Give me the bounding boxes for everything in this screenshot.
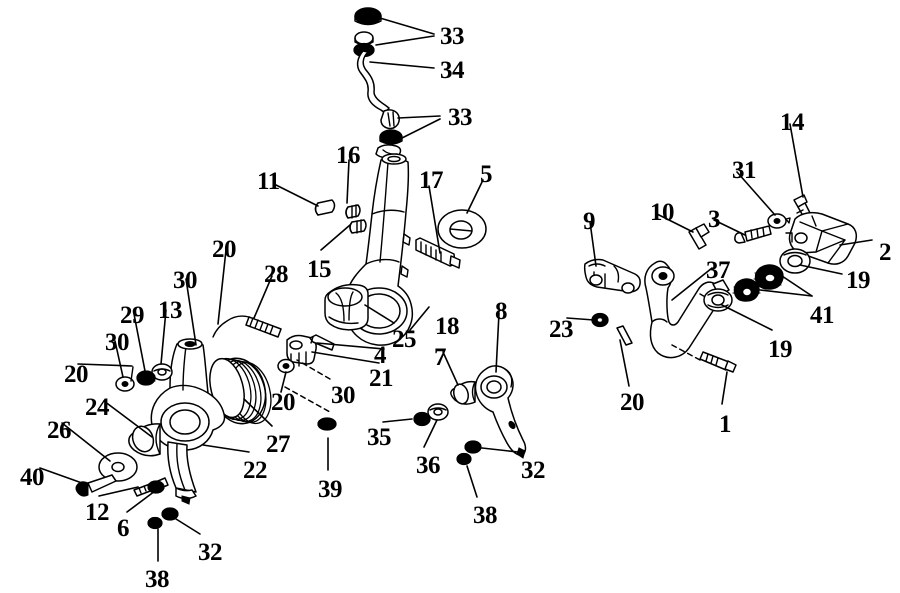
callout-38-left: 38 [145, 567, 169, 592]
callout-29: 29 [120, 303, 144, 328]
callout-20-left: 20 [64, 362, 88, 387]
part-6-lockwasher [148, 481, 164, 493]
part-11-bushing [316, 200, 335, 215]
callout-34: 34 [440, 58, 464, 83]
callout-19-lower: 19 [768, 337, 792, 362]
callout-18: 18 [435, 314, 459, 339]
part-3-bolt [735, 226, 771, 243]
callout-9: 9 [583, 209, 595, 234]
callout-25: 25 [392, 327, 416, 352]
callout-38-center: 38 [473, 503, 497, 528]
part-24-cone-bushing [129, 423, 160, 455]
callout-17: 17 [419, 168, 443, 193]
callout-7: 7 [434, 345, 446, 370]
part-36-washer [428, 404, 448, 420]
callout-13: 13 [158, 298, 182, 323]
callout-21: 21 [369, 366, 393, 391]
callout-20-right: 20 [620, 390, 644, 415]
part-15-bushing [350, 220, 366, 233]
part-33-upper-nut [355, 8, 381, 25]
callout-2: 2 [879, 240, 891, 265]
callout-11: 11 [257, 169, 280, 194]
part-39-nut [318, 418, 336, 430]
callout-20-upper: 20 [212, 237, 236, 262]
callout-20-center: 20 [271, 390, 295, 415]
part-9-link-plate [585, 260, 640, 294]
part-5-washer [438, 210, 486, 248]
part-19-grommet-upper [780, 249, 810, 273]
callout-6: 6 [117, 516, 129, 541]
part-29-washer [137, 371, 155, 385]
part-34-bent-rod [358, 51, 389, 113]
callout-8: 8 [495, 299, 507, 324]
part-28-threaded-rod [213, 316, 281, 337]
part-32-nut-center [465, 441, 481, 453]
callout-30-upper: 30 [173, 268, 197, 293]
callout-10: 10 [650, 200, 674, 225]
callout-12: 12 [85, 500, 109, 525]
callout-40: 40 [20, 465, 44, 490]
callout-32-center: 32 [521, 458, 545, 483]
part-20-washer-left [131, 367, 133, 381]
callout-16: 16 [336, 143, 360, 168]
part-1-bolt [700, 352, 736, 372]
part-20-pin-right [617, 326, 632, 345]
callout-32-left: 32 [198, 540, 222, 565]
callout-30-center: 30 [331, 383, 355, 408]
callout-1: 1 [719, 412, 731, 437]
part-32-nut-left [162, 508, 178, 520]
callout-28: 28 [264, 262, 288, 287]
part-25-barrel-bushing [325, 285, 368, 330]
part-38-nut-left [148, 518, 162, 529]
part-8-shift-arm [475, 366, 525, 458]
callout-33-top: 33 [440, 24, 464, 49]
callout-30-lower: 30 [105, 330, 129, 355]
callout-23: 23 [549, 317, 573, 342]
part-7-bushing [451, 382, 475, 406]
part-16-small-bushing [346, 205, 360, 218]
callout-22: 22 [243, 458, 267, 483]
callout-3-right: 3 [708, 207, 720, 232]
part-41-bushing-b [733, 279, 760, 301]
part-35-lockwasher [414, 413, 430, 426]
callout-39: 39 [318, 477, 342, 502]
callout-33-lower: 33 [448, 105, 472, 130]
callout-15: 15 [307, 257, 331, 282]
callout-19-upper: 19 [846, 268, 870, 293]
callout-31: 31 [732, 158, 756, 183]
part-31-washer [768, 214, 790, 228]
callout-24: 24 [85, 395, 109, 420]
callout-26: 26 [47, 418, 71, 443]
callout-37: 37 [706, 258, 730, 283]
callout-41: 41 [810, 303, 834, 328]
callout-27: 27 [266, 432, 290, 457]
part-20-washer-center [278, 360, 294, 373]
callout-35: 35 [367, 425, 391, 450]
callout-5: 5 [480, 162, 492, 187]
part-38-nut-center [457, 454, 471, 465]
part-10-screw [689, 224, 709, 249]
callout-36: 36 [416, 453, 440, 478]
callout-14: 14 [780, 110, 804, 135]
